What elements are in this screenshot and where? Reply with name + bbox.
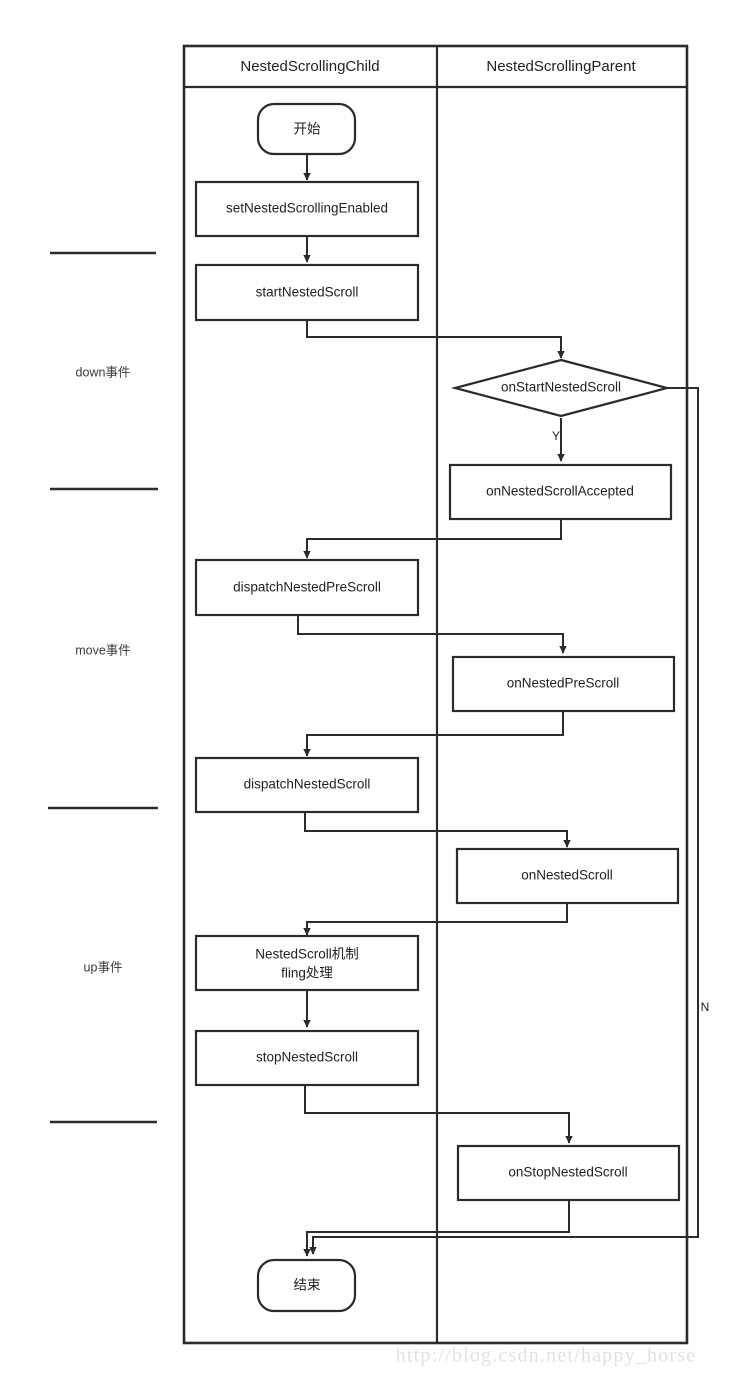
- swimlane-frame: [182, 44, 689, 1345]
- node-set-nested-scrolling-enabled-label: setNestedScrollingEnabled: [226, 201, 388, 216]
- node-on-start-nested-scroll-shape[interactable]: [450, 358, 672, 418]
- edge-stop-scroll-to-on-stop: [304, 1085, 573, 1144]
- edge-label-yes: Y: [552, 429, 560, 443]
- node-nested-scroll-fling-label-line1: NestedScroll机制: [255, 947, 359, 962]
- node-dispatch-nested-pre-scroll-label: dispatchNestedPreScroll: [233, 580, 381, 595]
- node-nested-scroll-fling-label-line2: fling处理: [281, 966, 333, 981]
- node-nested-scroll-fling-shape[interactable]: [194, 934, 420, 992]
- edge-on-stop-to-end: [303, 1200, 570, 1257]
- node-on-nested-scroll[interactable]: onNestedScroll: [455, 847, 680, 905]
- node-on-nested-scroll-accepted-label: onNestedScrollAccepted: [486, 484, 634, 499]
- edge-on-pre-to-dispatch-scroll: [303, 711, 564, 757]
- node-on-nested-pre-scroll[interactable]: onNestedPreScroll: [451, 655, 676, 713]
- node-on-stop-nested-scroll-shape[interactable]: [456, 1144, 681, 1202]
- node-on-start-nested-scroll[interactable]: onStartNestedScroll: [450, 358, 672, 418]
- edge-label-no-text: N: [701, 1000, 710, 1014]
- node-on-nested-pre-scroll-shape[interactable]: [451, 655, 676, 713]
- edge-dispatch-scroll-to-on-scroll: [304, 812, 571, 848]
- edge-label-no: N: [701, 1000, 710, 1014]
- node-on-nested-scroll-accepted[interactable]: onNestedScrollAccepted: [448, 463, 673, 521]
- node-start[interactable]: 开始: [256, 102, 357, 156]
- watermark-text: http://blog.csdn.net/happy_horse: [396, 1345, 697, 1367]
- phase-label-move-text: move事件: [75, 643, 131, 657]
- node-dispatch-nested-pre-scroll-shape[interactable]: [194, 558, 420, 617]
- node-start-nested-scroll-shape[interactable]: [194, 263, 420, 322]
- watermark: http://blog.csdn.net/happy_horse: [396, 1345, 697, 1367]
- lane-title-child: NestedScrollingChild: [240, 58, 379, 75]
- phase-label-down: down事件: [76, 365, 131, 379]
- node-set-nested-scrolling-enabled-shape[interactable]: [194, 180, 420, 238]
- lane-header-child: NestedScrollingChild: [240, 58, 379, 75]
- node-on-nested-scroll-shape[interactable]: [455, 847, 680, 905]
- node-on-stop-nested-scroll[interactable]: onStopNestedScroll: [456, 1144, 681, 1202]
- node-dispatch-nested-pre-scroll[interactable]: dispatchNestedPreScroll: [194, 558, 420, 617]
- node-start-label: 开始: [294, 122, 321, 137]
- connectors: [297, 153, 699, 1257]
- node-dispatch-nested-scroll-shape[interactable]: [194, 756, 420, 814]
- phase-label-up-text: up事件: [84, 960, 123, 974]
- edge-dispatch-pre-to-on-pre: [297, 615, 567, 654]
- node-end[interactable]: 结束: [256, 1258, 357, 1313]
- node-stop-nested-scroll[interactable]: stopNestedScroll: [194, 1029, 420, 1087]
- node-end-shape[interactable]: [256, 1258, 357, 1313]
- edge-label-yes-text: Y: [552, 429, 560, 443]
- edge-on-scroll-to-fling: [303, 903, 568, 936]
- node-stop-nested-scroll-shape[interactable]: [194, 1029, 420, 1087]
- phase-separators: [48, 251, 158, 1124]
- edge-accepted-to-dispatch-pre: [303, 519, 562, 559]
- node-on-nested-pre-scroll-label: onNestedPreScroll: [507, 676, 620, 691]
- edge-on-start-no-to-end: [309, 387, 699, 1255]
- node-start-nested-scroll[interactable]: startNestedScroll: [194, 263, 420, 322]
- node-start-nested-scroll-label: startNestedScroll: [256, 285, 359, 300]
- node-nested-scroll-fling[interactable]: NestedScroll机制 fling处理: [194, 934, 420, 992]
- node-on-nested-scroll-label: onNestedScroll: [521, 868, 613, 883]
- outer-frame: [182, 44, 689, 1345]
- node-end-label: 结束: [294, 1278, 321, 1293]
- phase-label-up: up事件: [84, 960, 123, 974]
- node-on-start-nested-scroll-label: onStartNestedScroll: [501, 380, 621, 395]
- node-on-nested-scroll-accepted-shape[interactable]: [448, 463, 673, 521]
- phase-label-move: move事件: [75, 643, 131, 657]
- node-start-shape[interactable]: [256, 102, 357, 156]
- lane-title-parent: NestedScrollingParent: [486, 58, 636, 75]
- node-set-nested-scrolling-enabled[interactable]: setNestedScrollingEnabled: [194, 180, 420, 238]
- edge-start-scroll-to-on-start: [306, 320, 565, 359]
- node-stop-nested-scroll-label: stopNestedScroll: [256, 1050, 358, 1065]
- node-dispatch-nested-scroll-label: dispatchNestedScroll: [244, 777, 371, 792]
- phase-label-down-text: down事件: [76, 365, 131, 379]
- lane-header-parent: NestedScrollingParent: [486, 58, 636, 75]
- node-dispatch-nested-scroll[interactable]: dispatchNestedScroll: [194, 756, 420, 814]
- node-on-stop-nested-scroll-label: onStopNestedScroll: [508, 1165, 627, 1180]
